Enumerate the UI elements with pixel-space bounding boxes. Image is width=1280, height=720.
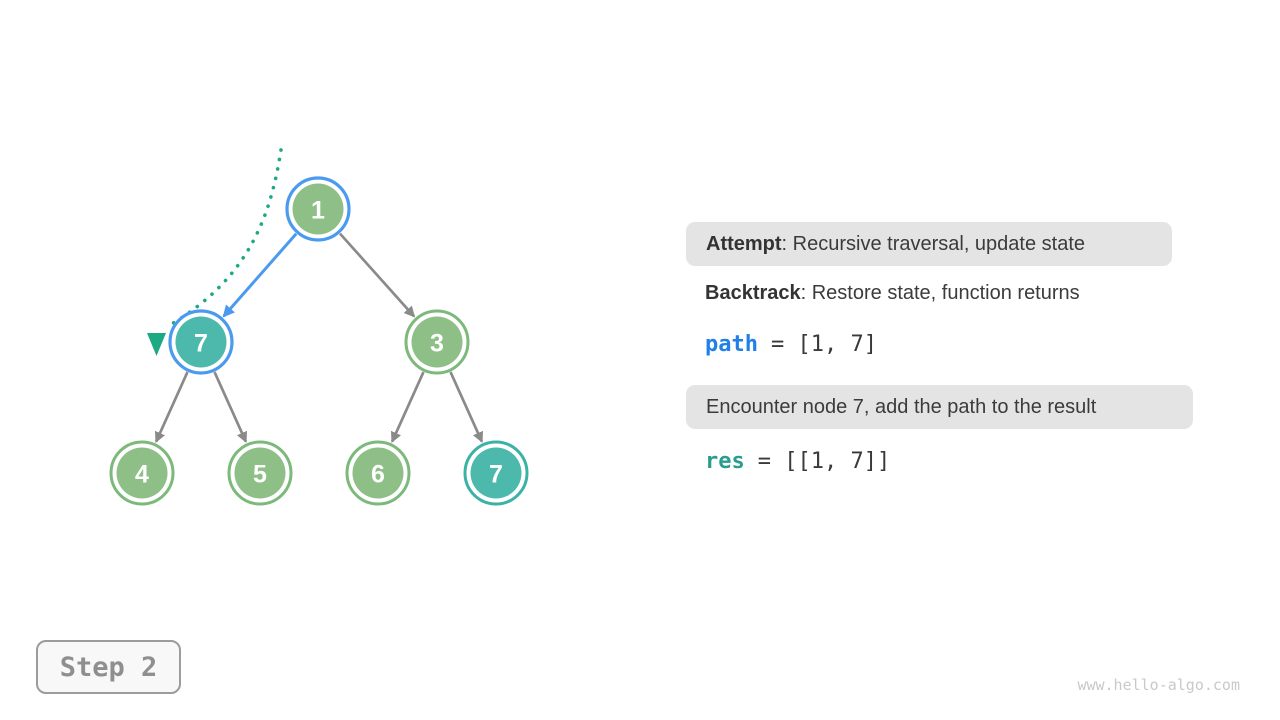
tree-edge-7-4 [154, 371, 189, 444]
watermark: www.hello-algo.com [1077, 676, 1240, 694]
tree-edge-1-3 [338, 232, 416, 318]
attempt-note: Attempt: Recursive traversal, update sta… [686, 222, 1172, 266]
tree-node-1: 1 [285, 176, 351, 242]
step-badge-label: Step 2 [59, 651, 158, 683]
tree-edge-3-7 [449, 371, 484, 444]
backtrack-note: Backtrack: Restore state, function retur… [705, 282, 1080, 305]
tree-node-label: 7 [489, 461, 503, 489]
backtrack-text: : Restore state, function returns [800, 282, 1080, 304]
tree-node-label: 4 [135, 461, 149, 489]
attempt-text: : Recursive traversal, update state [781, 233, 1086, 255]
tree-node-5: 5 [227, 440, 293, 506]
path-variable: path [705, 332, 758, 357]
tree-node-label: 3 [430, 330, 444, 358]
res-state: res = [[1, 7]] [705, 449, 890, 474]
tree-node-label: 1 [311, 197, 325, 225]
tree-node-4: 4 [109, 440, 175, 506]
attempt-label: Attempt [706, 233, 782, 255]
tree-diagram: 1 7 3 4 5 6 7 [109, 148, 529, 506]
tree-node-7: 7 [168, 309, 234, 375]
tree-node-6: 6 [345, 440, 411, 506]
tree-node-label: 7 [194, 330, 208, 358]
res-value: = [[1, 7]] [757, 449, 891, 474]
tree-edge-7-5 [213, 371, 248, 444]
tree-node-label: 6 [371, 461, 385, 489]
tree-node-label: 5 [253, 461, 267, 489]
step-badge: Step 2 [36, 640, 181, 694]
tree-node-7: 7 [463, 440, 529, 506]
tree-edge-1-7 [222, 232, 298, 318]
trace-dotted-path [168, 148, 283, 327]
tree-node-3: 3 [404, 309, 470, 375]
path-state: path = [1, 7] [705, 332, 877, 357]
trace-arrowhead-icon [147, 333, 166, 356]
tree-edge-3-6 [390, 371, 425, 444]
backtrack-label: Backtrack [705, 282, 801, 304]
encounter-note: Encounter node 7, add the path to the re… [686, 385, 1193, 429]
encounter-text: Encounter node 7, add the path to the re… [706, 396, 1097, 418]
res-variable: res [705, 449, 745, 474]
path-value: = [1, 7] [770, 332, 877, 357]
